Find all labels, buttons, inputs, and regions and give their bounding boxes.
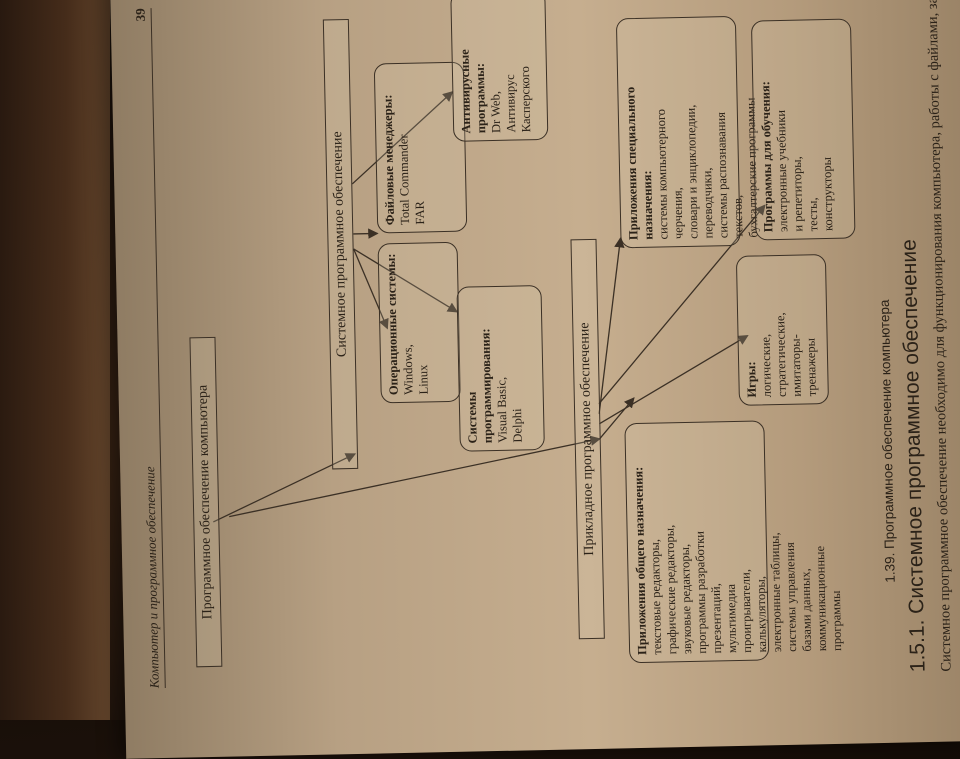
general-items: текстовые редакторы, графические редакто… [647,524,845,655]
files-title: Файловые менеджеры: [380,94,398,226]
os-title: Операционные системы: [383,253,401,396]
box-os: Операционные системы: Windows, Linux [377,241,461,404]
antivirus-title: Антивирусные программы: [457,49,489,134]
files-items: Total Commander FAR [396,134,428,226]
prog-title: Системы программирования: [464,328,495,444]
arrow-system-prog [353,248,459,313]
arrow-applied-learning [598,204,766,405]
box-antivirus: Антивирусные программы: Dr Web, Антивиру… [450,0,549,142]
book-page: Компьютер и программное обеспечение 39 [109,0,960,759]
box-learning: Программы для обучения: электронные учеб… [750,18,856,241]
arrow-system-antivirus [351,90,454,185]
arrow-root-system [213,453,357,523]
system-sw-label: Системное программное обеспечение [330,131,350,358]
arrow-system-os [353,248,389,330]
diagram-arrows [213,90,766,523]
root-label: Программное обеспечение компьютера [195,384,216,620]
box-games: Игры: логические, стратегические, имитат… [735,254,829,406]
arrow-applied-special [598,237,625,414]
book-gutter [0,0,110,720]
box-special: Приложения специального назначения: сист… [615,15,760,249]
games-items: логические, стратегические, имитаторы- т… [758,312,819,398]
applied-sw-label: Прикладное программное обеспечение [577,322,598,556]
antivirus-items: Dr Web, Антивирус Касперского [488,66,534,134]
page-content: Компьютер и программное обеспечение 39 [110,0,960,709]
arrow-applied-games [599,335,749,425]
special-title: Приложения специального назначения: [623,86,656,241]
arrow-root-applied [229,435,601,518]
learning-items: электронные учебники и репетиторы, тесты… [773,109,836,233]
box-prog: Системы программирования: Visual Basic, … [456,285,545,452]
os-items: Windows, Linux [400,344,431,395]
arrow-applied-general [599,397,635,440]
prog-items: Visual Basic, Delphi [494,376,525,444]
box-general: Приложения общего назначения: текстовые … [624,420,844,664]
special-items: системы компьютерного черчения, словари … [653,97,761,240]
arrow-system-files [353,228,379,239]
